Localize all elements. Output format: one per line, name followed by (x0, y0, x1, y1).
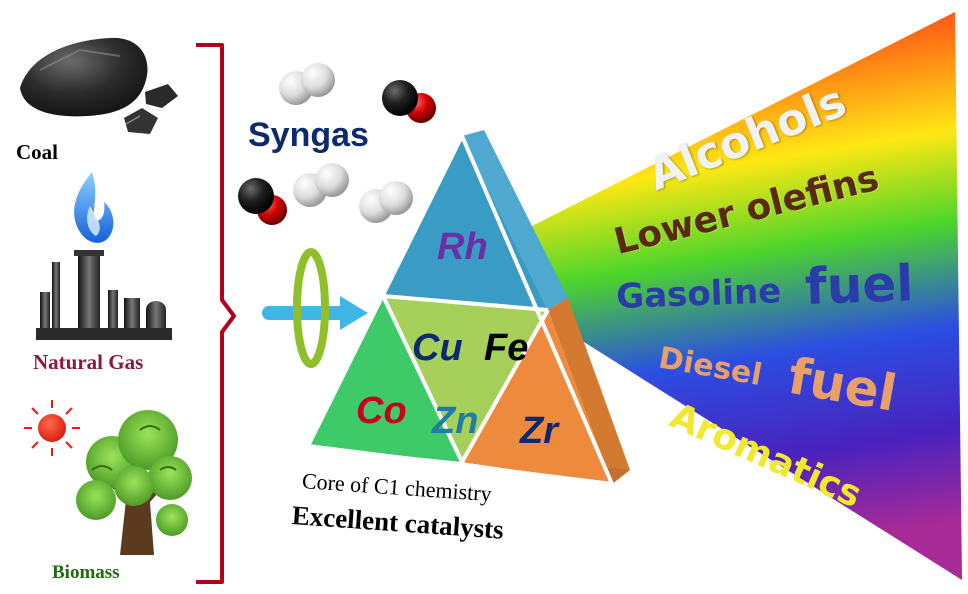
catalyst-rh: Rh (437, 226, 488, 268)
catalyst-cu: Cu (412, 327, 463, 369)
natural-gas-label: Natural Gas (33, 350, 144, 374)
sun-icon (24, 400, 80, 456)
h2-molecule-icon (293, 163, 349, 207)
coal-icon (20, 37, 178, 134)
co-molecule-icon (382, 80, 436, 123)
h2-molecule-icon (279, 63, 335, 105)
catalyst-pyramid (306, 130, 630, 486)
biomass-label: Biomass (52, 562, 120, 583)
catalyst-co: Co (356, 390, 407, 432)
cu-fe-face (383, 296, 548, 462)
co-face (308, 296, 462, 462)
product-gasoline-fuel: fuel (803, 254, 915, 316)
catalyst-fe: Fe (484, 327, 529, 369)
natural-gas-plant-icon (36, 172, 172, 340)
catalyst-zr: Zr (520, 410, 558, 452)
zr-face (462, 310, 612, 484)
ring-icon (293, 248, 329, 368)
flow-arrow-icon (262, 296, 368, 330)
h2-molecule-icon (359, 181, 413, 223)
source-bracket (196, 43, 236, 584)
rh-face (383, 136, 548, 310)
product-rainbow-beam (528, 12, 962, 580)
co-molecule-icon (238, 178, 287, 225)
catalyst-zn: Zn (432, 400, 479, 442)
syngas-label: Syngas (248, 116, 369, 154)
coal-label: Coal (16, 140, 58, 164)
product-gasoline: Gasoline (615, 271, 782, 317)
tree-icon (76, 410, 192, 555)
